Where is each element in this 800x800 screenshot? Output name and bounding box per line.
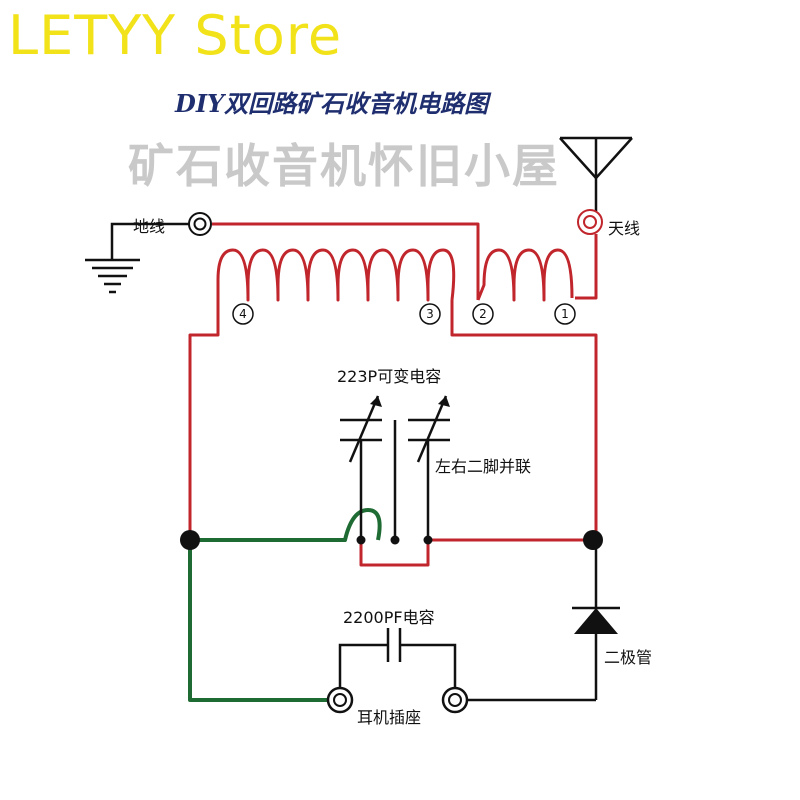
junction-left — [180, 530, 200, 550]
store-watermark: LETYY Store — [8, 4, 343, 67]
pin-dot-middle — [390, 535, 400, 545]
variable-arrow-right — [438, 396, 450, 407]
ground-terminal — [188, 212, 212, 236]
ground-label: 地线 — [133, 217, 166, 236]
antenna-coil — [476, 248, 574, 302]
earphone-jack-label: 耳机插座 — [357, 708, 422, 727]
background-watermark: 矿石收音机怀旧小屋 — [128, 139, 560, 193]
diagram-title: DIY双回路矿石收音机电路图 — [175, 89, 489, 118]
main-coil — [216, 248, 456, 302]
variable-capacitor-label: 223P可变电容 — [337, 367, 442, 386]
antenna-label: 天线 — [608, 219, 641, 238]
junction-right — [583, 530, 603, 550]
coil-tap-3: 3 — [426, 307, 434, 321]
coil-tap-1: 1 — [561, 307, 569, 321]
coil-tap-2: 2 — [479, 307, 487, 321]
pin-dot-right — [423, 535, 433, 545]
parallel-note-label: 左右二脚并联 — [435, 457, 532, 476]
coil-tap-4: 4 — [239, 307, 247, 321]
antenna-terminal — [577, 209, 603, 235]
black-wiring — [338, 395, 620, 702]
antenna-symbol — [559, 136, 633, 212]
ground-symbol — [85, 222, 200, 294]
red-wiring — [188, 222, 598, 567]
fixed-capacitor-label: 2200PF电容 — [343, 608, 435, 627]
pin-dot-left — [356, 535, 366, 545]
earphone-terminal-left — [326, 686, 354, 714]
variable-arrow-left — [370, 396, 382, 407]
green-wiring — [188, 508, 382, 702]
diode-symbol — [574, 608, 618, 634]
earphone-terminal-right — [441, 686, 469, 714]
diode-label: 二极管 — [604, 648, 653, 667]
